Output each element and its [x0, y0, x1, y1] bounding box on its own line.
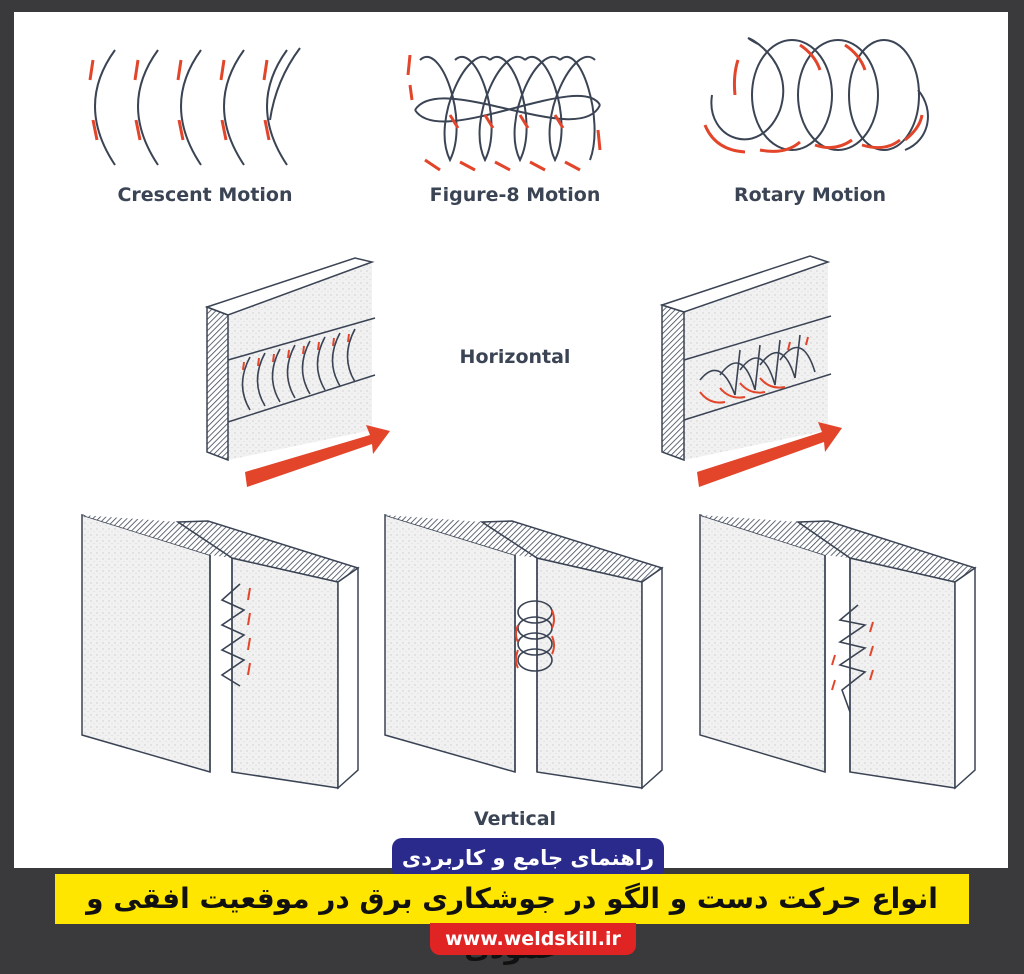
website-url[interactable]: www.weldskill.ir: [430, 923, 636, 955]
rotary-motion-label: Rotary Motion: [733, 184, 887, 206]
figure-8-motion-label: Figure-8 Motion: [429, 184, 601, 206]
horizontal-label: Horizontal: [459, 346, 571, 368]
vertical-plate-rotary: [384, 513, 664, 790]
figure-8-motion-icon: [406, 54, 602, 172]
vertical-plate-zigzag: [699, 513, 977, 790]
vertical-label: Vertical: [473, 808, 557, 830]
crescent-motion-label: Crescent Motion: [117, 184, 293, 206]
vertical-plate-triangle: [81, 513, 360, 790]
subtitle-badge: راهنمای جامع و کاربردی: [392, 838, 664, 878]
horizontal-plate-weave: [659, 255, 842, 487]
crescent-motion-icon: [88, 47, 301, 166]
horizontal-plate-crescent: [204, 257, 390, 487]
title-banner: انواع حرکت دست و الگو در جوشکاری برق در …: [55, 874, 969, 965]
rotary-motion-icon: [703, 37, 929, 154]
